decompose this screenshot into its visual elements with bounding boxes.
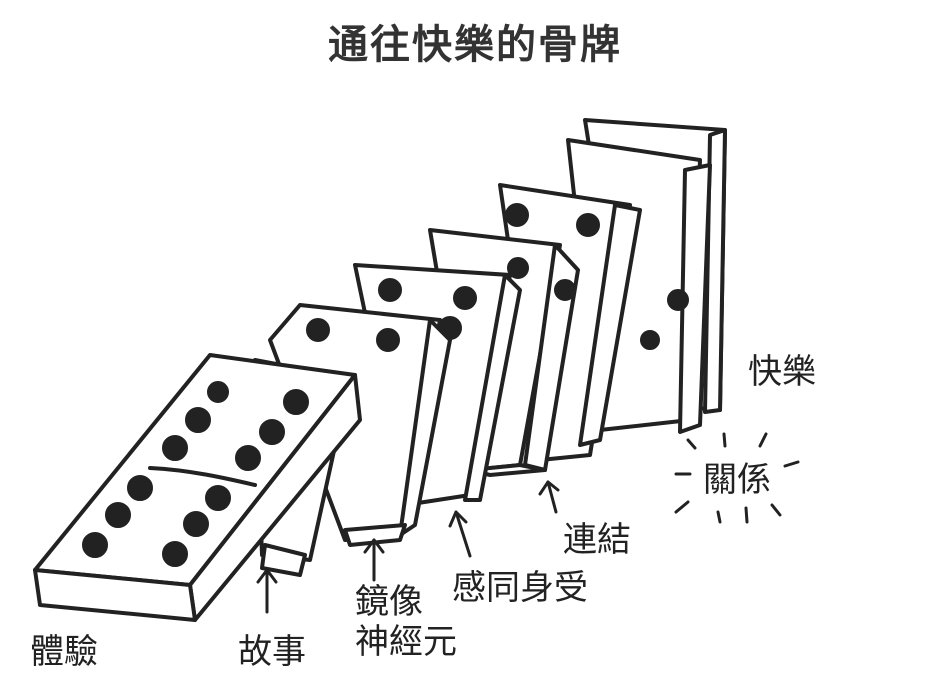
- label-mirror-neurons-line2: 神經元: [355, 622, 457, 662]
- arrow-empathy: [448, 510, 472, 558]
- arrow-connection: [538, 480, 560, 514]
- label-story: 故事: [238, 632, 306, 672]
- label-mirror-neurons: 鏡像 神經元: [355, 582, 457, 662]
- label-connection: 連結: [563, 520, 631, 560]
- arrow-story: [256, 568, 278, 614]
- label-empathy: 感同身受: [452, 568, 588, 608]
- domino-experience: [33, 353, 362, 622]
- diagram-title: 通往快樂的骨牌: [328, 22, 622, 68]
- label-experience: 體驗: [30, 632, 98, 672]
- label-mirror-neurons-line1: 鏡像: [355, 582, 423, 622]
- arrow-mirror-neurons: [363, 538, 385, 582]
- burst-lines: [674, 432, 800, 524]
- label-relationship: 關係: [703, 460, 771, 500]
- label-happiness: 快樂: [748, 352, 816, 392]
